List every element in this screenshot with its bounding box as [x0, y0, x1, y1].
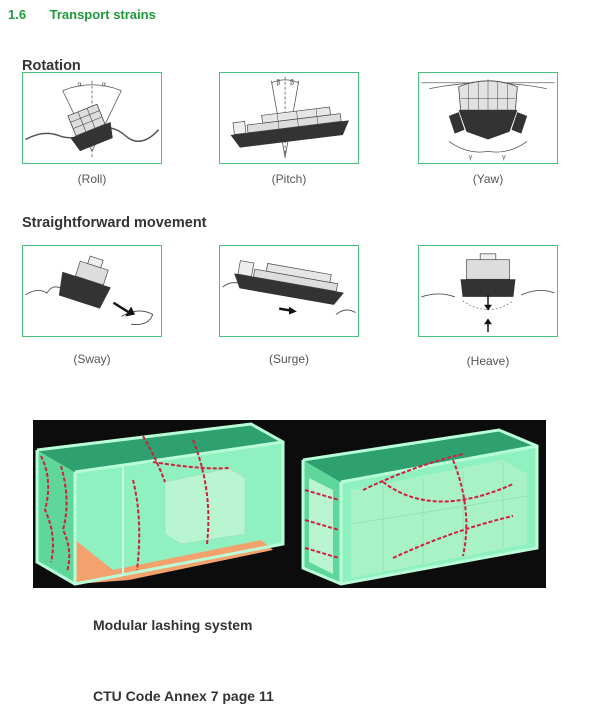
- left-container: [35, 422, 285, 586]
- heave-caption: (Heave): [466, 354, 510, 368]
- pitch-caption: (Pitch): [271, 172, 307, 186]
- lashing-label: Modular lashing system: [93, 617, 253, 633]
- yaw-angle-label-left: γ: [468, 153, 472, 161]
- sway-diagram: [22, 245, 162, 337]
- heave-diagram: [418, 245, 558, 337]
- footer-reference: CTU Code Annex 7 page 11: [93, 688, 274, 704]
- yaw-diagram: γ γ: [418, 72, 558, 164]
- yaw-ship-icon: γ γ: [421, 78, 555, 161]
- pitch-angle-label-right: β: [290, 79, 294, 87]
- surge-caption: (Surge): [268, 352, 309, 366]
- heave-ship-icon: [421, 253, 555, 333]
- lashing-illustration: [33, 420, 546, 588]
- roll-angle-label-left: α: [77, 81, 82, 89]
- surge-ship-icon: [222, 260, 356, 315]
- section-number: 1.6: [8, 7, 27, 22]
- sway-caption: (Sway): [73, 352, 111, 366]
- roll-caption: (Roll): [77, 172, 107, 186]
- roll-diagram: α α: [22, 72, 162, 164]
- yaw-angle-label-right: γ: [502, 153, 506, 161]
- section-heading: 1.6 Transport strains: [8, 7, 156, 22]
- straightforward-title: Straightforward movement: [22, 215, 207, 231]
- right-container: [301, 428, 539, 586]
- rotation-title: Rotation: [22, 58, 81, 74]
- pitch-angle-label-left: β: [276, 79, 280, 87]
- sway-ship-icon: [25, 255, 154, 326]
- roll-angle-label-right: α: [102, 81, 107, 89]
- section-title: Transport strains: [49, 7, 156, 22]
- roll-ship-icon: α α: [25, 81, 160, 160]
- container-lashing-icon: [35, 422, 539, 586]
- surge-diagram: [219, 245, 359, 337]
- pitch-diagram: β β: [219, 72, 359, 164]
- pitch-ship-icon: β β: [230, 76, 349, 160]
- yaw-caption: (Yaw): [472, 172, 504, 186]
